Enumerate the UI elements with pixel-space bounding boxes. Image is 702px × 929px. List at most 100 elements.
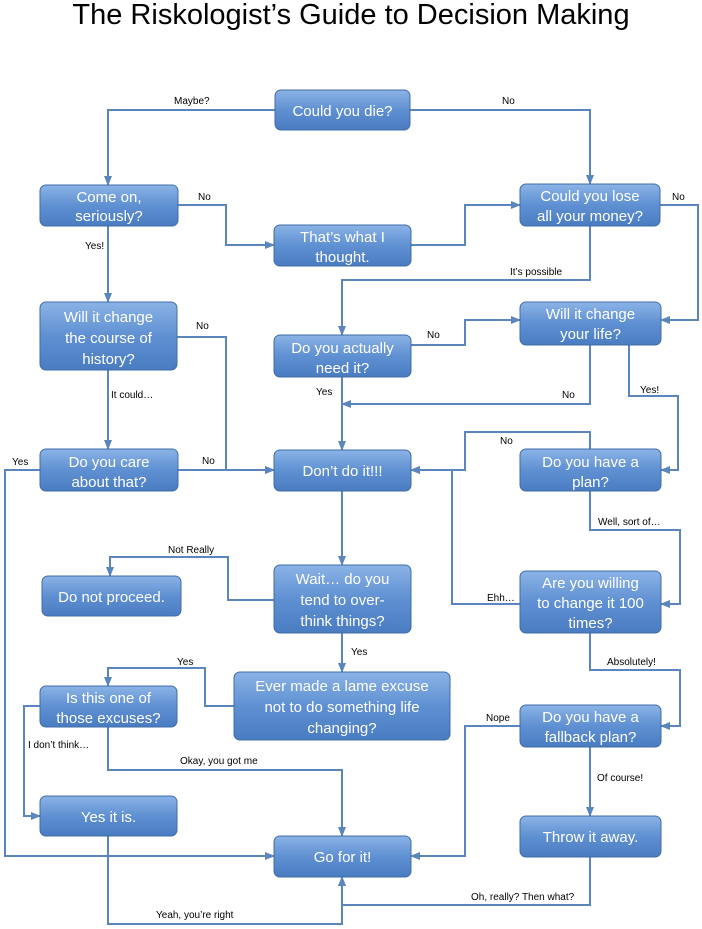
diagram-title: The Riskologist’s Guide to Decision Maki…	[72, 0, 630, 31]
edge-change-life-to-dont	[341, 345, 591, 408]
label-yes-wait: Yes	[351, 647, 367, 658]
svg-text:Will it change: Will it change	[546, 306, 635, 323]
node-is-this-an-excuse: Is this one of those excuses?	[39, 685, 178, 728]
svg-text:Don’t do it!!!: Don’t do it!!!	[302, 463, 382, 480]
edge-die-to-come-on	[104, 109, 275, 186]
node-have-a-plan: Do you have a plan?	[519, 448, 662, 492]
label-absolutely: Absolutely!	[607, 657, 656, 668]
label-no-care: No	[202, 456, 215, 467]
svg-text:Do not proceed.: Do not proceed.	[58, 589, 165, 606]
edge-change-history-to-dont	[177, 336, 275, 474]
node-change-history: Will it change the course of history?	[39, 301, 178, 371]
label-no-die: No	[502, 96, 515, 107]
svg-text:your life?: your life?	[560, 326, 621, 343]
edge-lame-excuse-to-excuse-q	[104, 667, 234, 707]
svg-text:Ever made a lame excuse: Ever made a lame excuse	[255, 678, 428, 695]
label-yeah-right: Yeah, you’re right	[156, 910, 234, 921]
svg-text:Do you have a: Do you have a	[542, 709, 639, 726]
edge-excuse-q-to-go	[107, 727, 346, 837]
label-yes-change-life: Yes!	[640, 385, 659, 396]
label-i-dont-think: I don’t think…	[28, 740, 89, 751]
svg-text:need it?: need it?	[316, 360, 369, 377]
edge-change-life-to-have-plan	[628, 345, 679, 474]
node-come-on-seriously: Come on, seriously?	[39, 184, 179, 227]
label-its-possible: It’s possible	[510, 267, 563, 278]
node-thats-what-i-thought: That’s what I thought.	[273, 224, 412, 267]
edge-care-to-go	[4, 469, 275, 860]
edge-willing-to-dont	[410, 466, 520, 605]
svg-text:those excuses?: those excuses?	[56, 710, 160, 727]
node-could-you-lose-money: Could you lose all your money?	[519, 183, 661, 227]
label-nope: Nope	[486, 713, 510, 724]
node-could-you-die: Could you die?	[274, 89, 411, 131]
edge-need-it-to-change-life	[411, 316, 521, 346]
label-yes-need-it: Yes	[316, 387, 332, 398]
node-do-not-proceed: Do not proceed.	[41, 575, 182, 617]
edge-come-on-to-thats-what	[178, 204, 275, 249]
edge-die-to-lose-money	[410, 109, 594, 185]
node-dont-do-it: Don’t do it!!!	[273, 449, 412, 492]
svg-text:tend to over-: tend to over-	[300, 592, 384, 609]
svg-text:Are you willing: Are you willing	[542, 575, 639, 592]
edge-thats-what-to-lose-money	[411, 201, 521, 246]
svg-text:Come on,: Come on,	[76, 189, 141, 206]
edge-lose-money-to-need-it	[338, 226, 591, 336]
svg-text:Could you die?: Could you die?	[292, 103, 392, 120]
node-yes-it-is: Yes it is.	[39, 795, 178, 837]
svg-text:Do you care: Do you care	[69, 454, 150, 471]
node-change-your-life: Will it change your life?	[519, 301, 662, 346]
node-wait-overthink: Wait… do you tend to over- think things?	[273, 564, 412, 634]
label-oh-really: Oh, really? Then what?	[471, 892, 575, 903]
svg-text:Do you have a: Do you have a	[542, 454, 639, 471]
label-ehh: Ehh…	[487, 593, 515, 604]
edge-lose-money-to-change-life	[660, 204, 699, 324]
label-no-change-life: No	[562, 390, 575, 401]
label-it-could: It could…	[111, 390, 153, 401]
svg-text:times?: times?	[568, 615, 612, 632]
label-yes-lame-excuse: Yes	[177, 657, 193, 668]
svg-text:to change it 100: to change it 100	[537, 595, 644, 612]
node-go-for-it: Go for it!	[273, 835, 412, 878]
node-throw-it-away: Throw it away.	[519, 815, 662, 858]
label-of-course: Of course!	[597, 773, 643, 784]
node-do-you-care: Do you care about that?	[39, 448, 179, 492]
svg-text:Will it change: Will it change	[64, 309, 153, 326]
label-no-need-it: No	[427, 330, 440, 341]
svg-text:Go for it!: Go for it!	[314, 849, 372, 866]
svg-text:Yes it is.: Yes it is.	[81, 809, 136, 826]
svg-text:about that?: about that?	[71, 474, 146, 491]
label-no-lose-money: No	[672, 192, 685, 203]
node-need-it: Do you actually need it?	[273, 334, 412, 378]
svg-text:That’s what I: That’s what I	[300, 229, 385, 246]
edge-fallback-to-go	[410, 725, 520, 860]
label-maybe: Maybe?	[174, 96, 210, 107]
label-yes-come-on: Yes!	[85, 241, 104, 252]
svg-text:Could you lose: Could you lose	[540, 188, 639, 205]
edge-willing-to-fallback	[589, 633, 681, 730]
node-fallback-plan: Do you have a fallback plan?	[519, 704, 662, 748]
svg-text:plan?: plan?	[572, 474, 609, 491]
label-no-come-on: No	[198, 192, 211, 203]
svg-text:thought.: thought.	[315, 249, 369, 266]
label-yes-care: Yes	[12, 457, 28, 468]
svg-text:Is this one of: Is this one of	[66, 690, 152, 707]
edge-yes-it-is-to-go	[107, 836, 346, 925]
label-no-change-history: No	[196, 321, 209, 332]
label-no-have-plan: No	[500, 436, 513, 447]
label-well-sort-of: Well, sort of…	[598, 517, 661, 528]
svg-text:history?: history?	[82, 351, 135, 368]
svg-text:changing?: changing?	[307, 720, 376, 737]
node-willing-to-change: Are you willing to change it 100 times?	[519, 570, 662, 634]
edge-have-plan-to-willing	[589, 491, 681, 608]
svg-text:Throw it away.: Throw it away.	[543, 829, 639, 846]
edge-excuse-q-to-yes-it-is	[23, 705, 41, 820]
label-okay-got-me: Okay, you got me	[180, 756, 258, 767]
label-not-really: Not Really	[168, 545, 214, 556]
svg-text:fallback plan?: fallback plan?	[545, 729, 637, 746]
svg-text:Do you actually: Do you actually	[291, 340, 394, 357]
node-lame-excuse: Ever made a lame excuse not to do someth…	[233, 671, 451, 741]
svg-text:seriously?: seriously?	[75, 208, 143, 225]
svg-text:Wait… do you: Wait… do you	[296, 571, 390, 588]
edge-wait-to-not-proceed	[106, 556, 274, 601]
